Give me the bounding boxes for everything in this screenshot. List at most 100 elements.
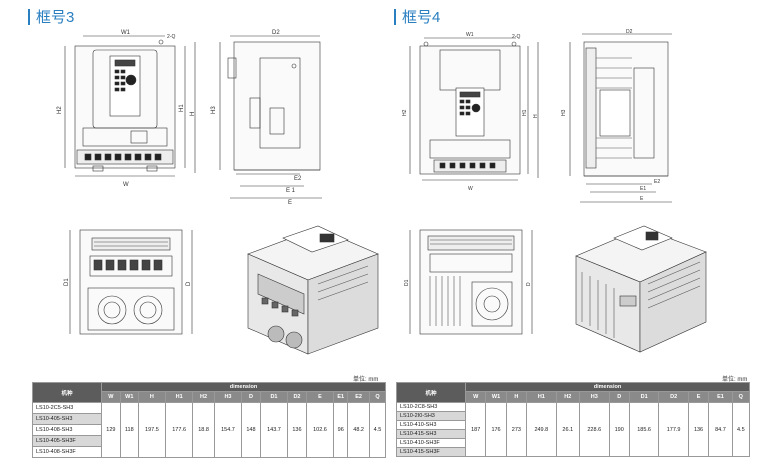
model-cell: LS10-2C8-SH3 (396, 402, 466, 412)
value-cell: 154.7 (213, 402, 243, 458)
column-header: D2 (287, 391, 307, 403)
value-cell: 143.7 (259, 402, 289, 458)
frame3-isometric-view (247, 225, 379, 355)
table-row: LS10-415-SH3F (396, 447, 750, 457)
value-cell: 177.6 (165, 402, 194, 458)
value-cell: 136 (687, 402, 710, 457)
column-header: W (101, 391, 121, 403)
title-bar-mark (394, 8, 396, 25)
column-header: H2 (192, 391, 215, 403)
value-cell: 4.5 (368, 402, 387, 458)
dim-D: D (526, 282, 532, 286)
value-cell: 187 (464, 402, 487, 457)
value-cell: 129 (101, 402, 121, 458)
value-cell: 190 (608, 402, 630, 457)
dim-D1: D1 (64, 278, 70, 286)
value-cell: 18.8 (192, 402, 215, 458)
value-cell: 118 (119, 402, 139, 458)
dim-E2: E2 (654, 179, 660, 185)
dim-E1: E 1 (286, 188, 296, 194)
column-header: H3 (579, 391, 610, 403)
column-header: H (505, 391, 528, 403)
frame4-title: 框号4 (394, 6, 440, 27)
dim-W: W (123, 182, 129, 188)
frame3-side-view: D2 H3 E2 E 1 E (211, 30, 322, 206)
frame3-title: 框号3 (28, 6, 74, 27)
column-header: H1 (526, 391, 557, 403)
value-cell: 228.6 (579, 402, 610, 457)
frame4-side-view: D2 H3 E2 E1 E (561, 29, 672, 203)
dim-H1: H1 (522, 109, 528, 116)
column-header: D (608, 391, 630, 403)
unit-label-frame4: 单位: mm (722, 377, 748, 383)
model-cell: LS10-2C5-SH3 (32, 402, 102, 414)
dim-H: H (533, 114, 539, 118)
column-header: H1 (165, 391, 194, 403)
value-cell: 4.5 (731, 402, 751, 457)
model-header: 机种 (32, 382, 102, 403)
dim-E: E (288, 200, 292, 206)
dim-W: W (468, 186, 473, 192)
model-header: 机种 (396, 382, 466, 403)
column-header: D1 (259, 391, 289, 403)
column-header: H3 (213, 391, 243, 403)
column-header: E1 (708, 391, 733, 403)
column-header: E (305, 391, 335, 403)
column-header: E (687, 391, 710, 403)
frame4-bottom-view: D1 D (404, 229, 533, 335)
table-row: LS10-408-SH3F (32, 446, 386, 458)
dim-W1: W1 (466, 32, 474, 38)
model-cell: LS10-408-SH3F (32, 446, 102, 458)
column-header: W (464, 391, 487, 403)
model-cell: LS10-410-SH3 (396, 420, 466, 430)
dim-H1: H1 (179, 104, 185, 112)
dim-D: D (186, 281, 192, 286)
frame4-front-view: W1 2-Q W H2 H1 H (402, 32, 539, 192)
dim-W1: W1 (121, 30, 131, 36)
column-header: D2 (658, 391, 689, 403)
dim-H3: H3 (211, 106, 217, 114)
dim-D2: D2 (272, 30, 280, 36)
frame3-front-view: W1 2-Q W H2 H1 H (57, 30, 196, 188)
column-header: D (241, 391, 261, 403)
value-cell: 249.8 (526, 402, 557, 457)
column-header: Q (368, 391, 387, 403)
dim-E: E (640, 196, 644, 202)
model-cell: LS10-2I0-SH3 (396, 411, 466, 421)
dim-Q: 2-Q (512, 34, 520, 40)
dimension-header: dimension (101, 382, 386, 392)
column-header: E2 (347, 391, 370, 403)
value-cell: 185.6 (628, 402, 660, 457)
dim-H3: H3 (561, 109, 567, 116)
title-bar-mark (28, 8, 30, 25)
dim-H2: H2 (57, 106, 63, 114)
value-cell: 273 (505, 402, 528, 457)
model-cell: LS10-410-SH3F (396, 438, 466, 448)
value-cell: 84.7 (708, 402, 733, 457)
column-header: Q (731, 391, 751, 403)
dim-D1: D1 (404, 279, 410, 286)
column-header: D1 (628, 391, 660, 403)
column-header: W1 (485, 391, 507, 403)
value-cell: 148 (241, 402, 261, 458)
value-cell: 197.5 (137, 402, 167, 458)
value-cell: 136 (287, 402, 307, 458)
frame4-title-text: 框号4 (402, 9, 441, 26)
value-cell: 102.6 (305, 402, 335, 458)
value-cell: 48.2 (347, 402, 370, 458)
value-cell: 96 (333, 402, 349, 458)
model-cell: LS10-405-SH3F (32, 435, 102, 447)
frame3-bottom-view: D1 D (64, 229, 193, 335)
model-cell: LS10-415-SH3 (396, 429, 466, 439)
dim-Q: 2-Q (167, 34, 175, 40)
dim-E1: E1 (640, 186, 646, 192)
column-header: E1 (333, 391, 349, 403)
column-header: W1 (119, 391, 139, 403)
dim-H2: H2 (402, 109, 408, 116)
model-cell: LS10-415-SH3F (396, 447, 466, 457)
column-header: H2 (555, 391, 581, 403)
model-cell: LS10-408-SH3 (32, 424, 102, 436)
dim-E2: E2 (294, 176, 302, 182)
